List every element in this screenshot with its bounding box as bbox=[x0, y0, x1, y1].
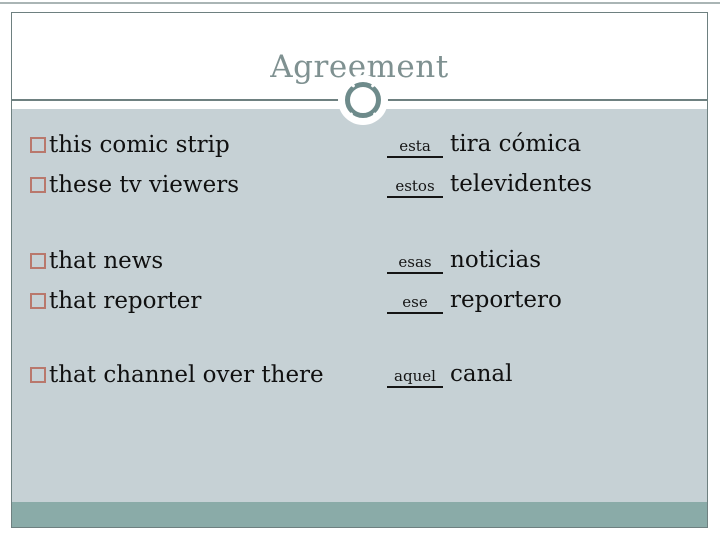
spanish-noun: televidentes bbox=[450, 170, 592, 197]
english-phrase: this comic strip bbox=[49, 131, 230, 158]
english-phrase-cell: that channel over there bbox=[30, 361, 387, 388]
english-phrase: these tv viewers bbox=[49, 171, 239, 198]
vocab-row: that news esas noticias bbox=[30, 246, 695, 276]
slide: Agreement this comic strip esta tira cóm… bbox=[11, 12, 708, 528]
spanish-answer-cell: aquel canal bbox=[387, 360, 513, 388]
spanish-answer-cell: esta tira cómica bbox=[387, 130, 582, 158]
spanish-noun: canal bbox=[450, 360, 513, 387]
answer-blank: ese bbox=[387, 292, 443, 314]
answer-word: estos bbox=[395, 176, 435, 195]
spanish-answer-cell: ese reportero bbox=[387, 286, 562, 314]
vocab-row: that channel over there aquel canal bbox=[30, 360, 695, 390]
square-bullet-icon bbox=[30, 253, 46, 269]
answer-word: esas bbox=[398, 252, 432, 271]
english-phrase-cell: that news bbox=[30, 247, 387, 274]
square-bullet-icon bbox=[30, 367, 46, 383]
spanish-noun: noticias bbox=[450, 246, 542, 273]
spanish-answer-cell: esas noticias bbox=[387, 246, 542, 274]
vocab-row: this comic strip esta tira cómica bbox=[30, 130, 695, 160]
ornament-ring bbox=[345, 82, 381, 118]
vocab-row: that reporter ese reportero bbox=[30, 286, 695, 316]
english-phrase: that channel over there bbox=[49, 361, 324, 388]
answer-blank: estos bbox=[387, 176, 443, 198]
spanish-noun: reportero bbox=[450, 286, 562, 313]
answer-blank: esas bbox=[387, 252, 443, 274]
english-phrase-cell: this comic strip bbox=[30, 131, 387, 158]
answer-blank: esta bbox=[387, 136, 443, 158]
answer-word: esta bbox=[399, 136, 431, 155]
english-phrase: that reporter bbox=[49, 287, 202, 314]
square-bullet-icon bbox=[30, 293, 46, 309]
english-phrase: that news bbox=[49, 247, 164, 274]
content-area bbox=[12, 109, 707, 502]
footer-band bbox=[12, 502, 707, 527]
english-phrase-cell: these tv viewers bbox=[30, 171, 387, 198]
square-bullet-icon bbox=[30, 137, 46, 153]
spanish-noun: tira cómica bbox=[450, 130, 582, 157]
top-rule bbox=[0, 2, 720, 4]
vocab-row: these tv viewers estos televidentes bbox=[30, 170, 695, 200]
english-phrase-cell: that reporter bbox=[30, 287, 387, 314]
square-bullet-icon bbox=[30, 177, 46, 193]
answer-blank: aquel bbox=[387, 366, 443, 388]
answer-word: ese bbox=[402, 292, 428, 311]
circle-ornament-icon bbox=[338, 75, 388, 125]
spanish-answer-cell: estos televidentes bbox=[387, 170, 592, 198]
answer-word: aquel bbox=[394, 366, 436, 385]
